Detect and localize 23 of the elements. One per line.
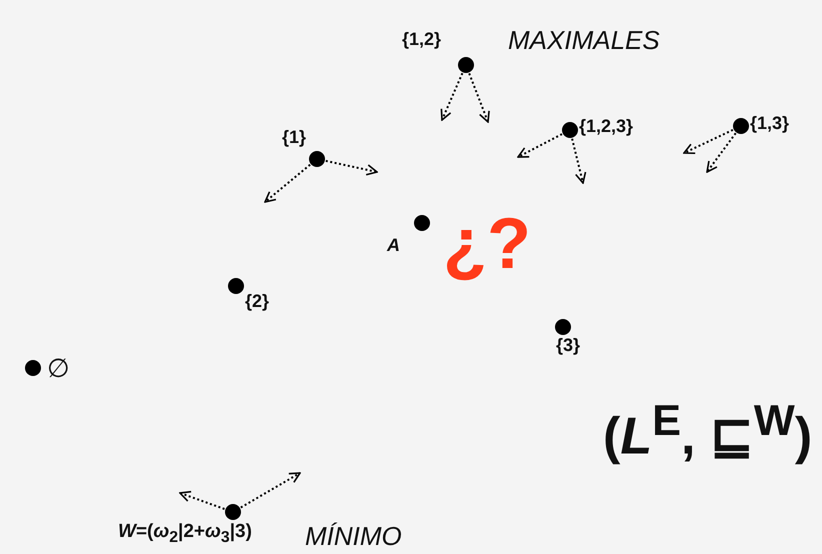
point-label: {2} <box>245 292 270 312</box>
dotted-arrow <box>440 72 464 121</box>
point-label: {3} <box>556 336 580 356</box>
dotted-arrow <box>240 472 301 508</box>
heading-label: MAXIMALES <box>508 26 660 55</box>
dotted-arrow <box>706 132 736 173</box>
point-label: {1} <box>282 128 306 148</box>
formula-label: (L$^{E}$, ⊑$^{W}$) <box>603 398 812 466</box>
dotted-arrow <box>264 164 311 203</box>
question-marks: ¿? <box>443 205 531 284</box>
dotted-arrow <box>683 129 734 154</box>
point-label: {1,3} <box>750 114 790 134</box>
point-label: {1,2,3} <box>579 117 634 137</box>
dotted-arrow <box>571 138 586 184</box>
dotted-arrow <box>468 73 490 123</box>
dotted-arrow <box>326 160 378 176</box>
point-label: {1,2} <box>402 30 442 50</box>
heading-label: MÍNIMO <box>305 522 402 551</box>
point-label: W=(ω$_{2}$|2+ω$_{3}$|3) <box>118 522 252 546</box>
dotted-arrow <box>179 490 225 510</box>
point-label: ∅ <box>47 354 70 383</box>
point-label: A <box>387 236 400 256</box>
dotted-arrow <box>517 133 562 158</box>
